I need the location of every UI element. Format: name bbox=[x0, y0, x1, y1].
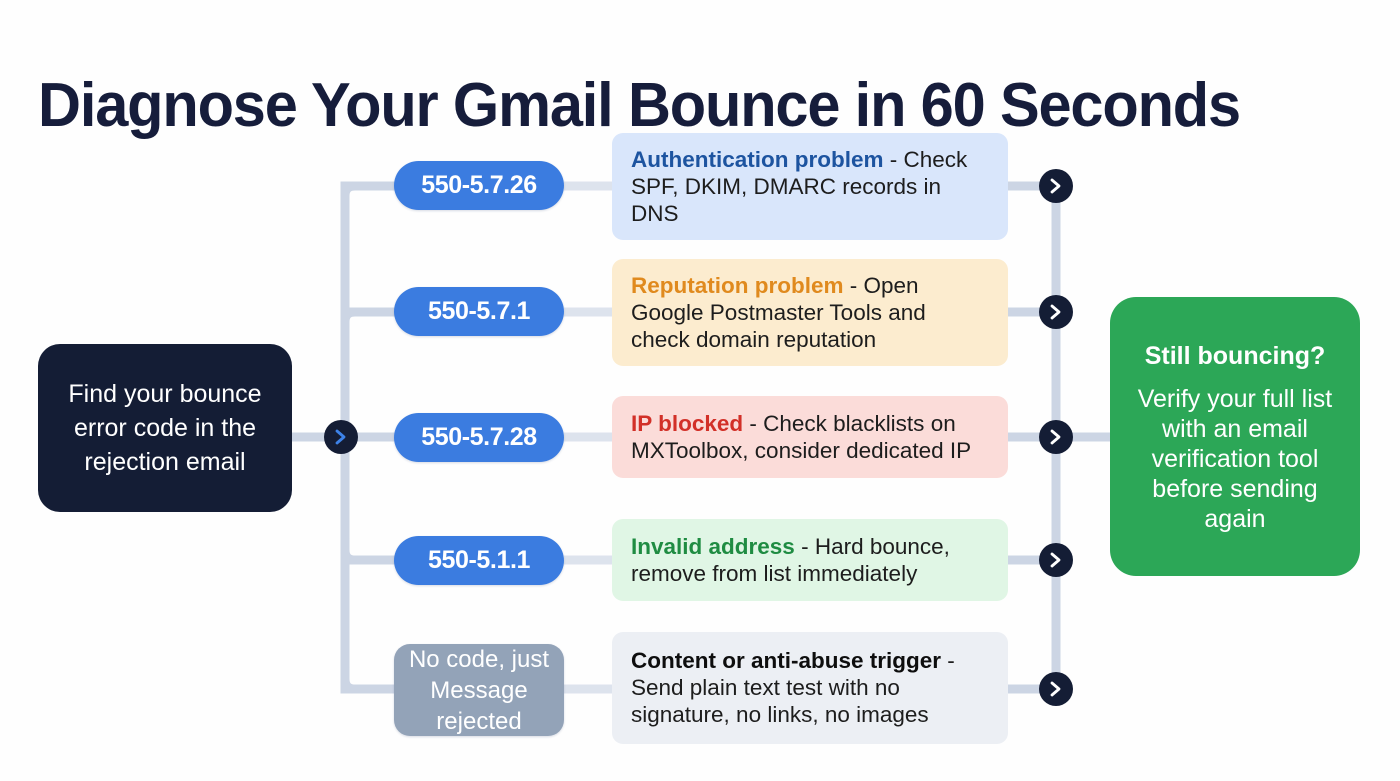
code-pill-2[interactable]: 550-5.7.1 bbox=[394, 287, 564, 336]
outcome-node-heading: Still bouncing? bbox=[1144, 341, 1326, 370]
chevron-right-icon bbox=[335, 429, 346, 445]
chevron-right-icon bbox=[1050, 178, 1061, 194]
start-node: Find your bounce error code in the rejec… bbox=[38, 344, 292, 512]
detail-card-text: Content or anti-abuse trigger - Send pla… bbox=[631, 647, 989, 728]
detail-card-3: IP blocked - Check blacklists on MXToolb… bbox=[612, 396, 1008, 478]
chevron-node-4 bbox=[1039, 543, 1073, 577]
chevron-right-icon bbox=[1050, 429, 1061, 445]
outcome-node-body: Verify your full list with an email veri… bbox=[1137, 384, 1333, 533]
code-pill-label: 550-5.7.1 bbox=[427, 297, 531, 325]
detail-card-lead: Reputation problem bbox=[631, 272, 844, 298]
chevron-right-icon bbox=[1050, 304, 1061, 320]
chevron-node-2 bbox=[1039, 295, 1073, 329]
detail-card-2: Reputation problem - Open Google Postmas… bbox=[612, 259, 1008, 366]
chevron-node-hub bbox=[324, 420, 358, 454]
detail-card-text: Authentication problem - Check SPF, DKIM… bbox=[631, 146, 989, 227]
outcome-node: Still bouncing? Verify your full list wi… bbox=[1110, 297, 1360, 576]
detail-card-lead: IP blocked bbox=[631, 410, 744, 436]
page-title: Diagnose Your Gmail Bounce in 60 Seconds bbox=[38, 70, 1241, 140]
code-pill-3[interactable]: 550-5.7.28 bbox=[394, 413, 564, 462]
detail-card-body: - Send plain text test with no signature… bbox=[631, 648, 955, 727]
detail-card-lead: Invalid address bbox=[631, 533, 795, 559]
code-pill-1[interactable]: 550-5.7.26 bbox=[394, 161, 564, 210]
chevron-node-1 bbox=[1039, 169, 1073, 203]
chevron-right-icon bbox=[1050, 681, 1061, 697]
detail-card-body: - Check blacklists on MXToolbox, conside… bbox=[631, 410, 972, 463]
code-pill-5[interactable]: No code, just Message rejected bbox=[394, 644, 564, 736]
chevron-node-3 bbox=[1039, 420, 1073, 454]
chevron-right-icon bbox=[1050, 552, 1061, 568]
detail-card-body: - Open Google Postmaster Tools and check… bbox=[631, 272, 926, 352]
detail-card-5: Content or anti-abuse trigger - Send pla… bbox=[612, 632, 1008, 744]
code-pill-label: 550-5.7.26 bbox=[421, 171, 537, 199]
detail-card-body: - Hard bounce, remove from list immediat… bbox=[631, 533, 950, 586]
code-pill-label: 550-5.7.28 bbox=[421, 423, 537, 451]
code-pill-label: 550-5.1.1 bbox=[427, 546, 531, 574]
detail-card-lead: Authentication problem bbox=[631, 146, 884, 172]
detail-card-text: Reputation problem - Open Google Postmas… bbox=[631, 272, 989, 353]
detail-card-text: IP blocked - Check blacklists on MXToolb… bbox=[631, 410, 989, 464]
detail-card-4: Invalid address - Hard bounce, remove fr… bbox=[612, 519, 1008, 601]
detail-card-text: Invalid address - Hard bounce, remove fr… bbox=[631, 533, 989, 587]
chevron-node-5 bbox=[1039, 672, 1073, 706]
detail-card-lead: Content or anti-abuse trigger bbox=[631, 648, 942, 673]
code-pill-label: No code, just Message rejected bbox=[408, 645, 550, 735]
detail-card-body: - Check SPF, DKIM, DMARC records in DNS bbox=[631, 146, 968, 226]
start-node-label: Find your bounce error code in the rejec… bbox=[68, 380, 262, 476]
code-pill-4[interactable]: 550-5.1.1 bbox=[394, 536, 564, 585]
detail-card-1: Authentication problem - Check SPF, DKIM… bbox=[612, 133, 1008, 240]
